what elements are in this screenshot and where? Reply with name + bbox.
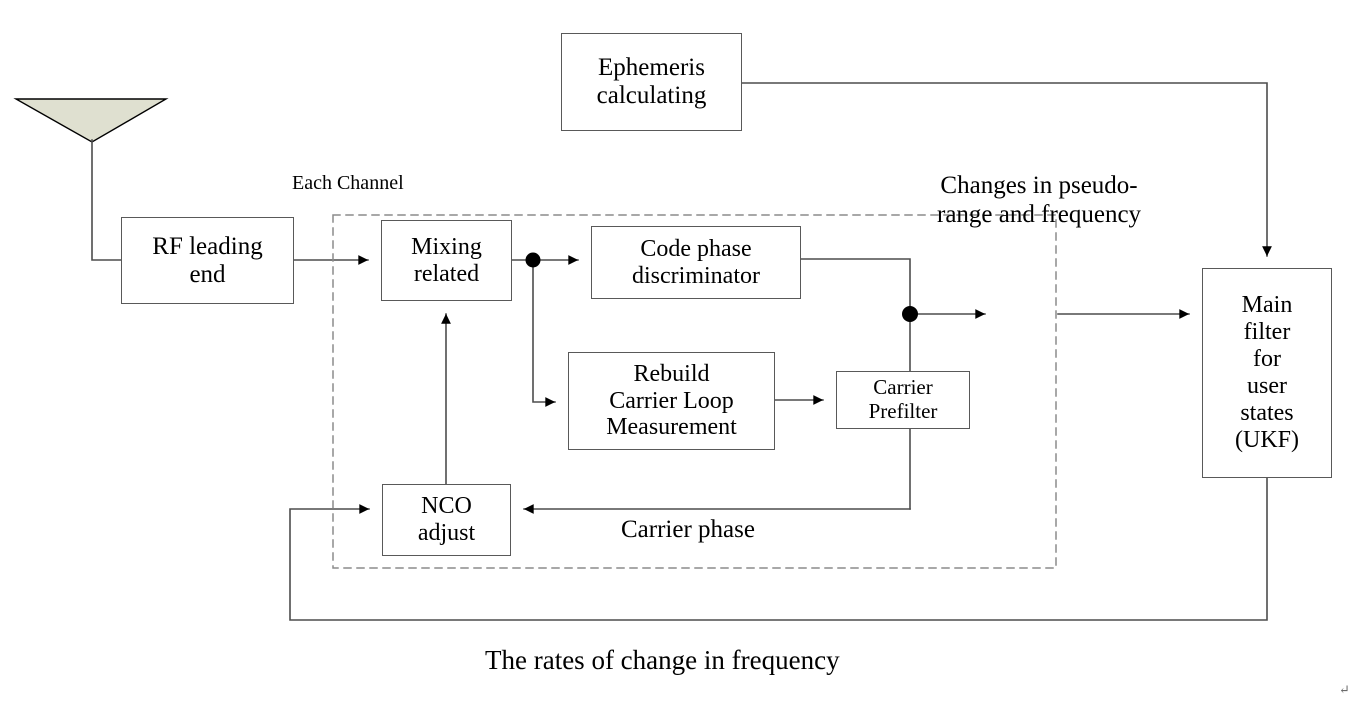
line-ephemeris-to-mainfilter <box>741 82 1272 257</box>
junction-dot-icon <box>525 252 541 268</box>
block-ephemeris-calculating: Ephemeris calculating <box>561 33 742 131</box>
each-channel-group-boundary <box>332 214 1057 569</box>
block-mixing-related-label: Mixing related <box>411 233 482 287</box>
block-rf-leading-end: RF leading end <box>121 217 294 304</box>
label-each-channel: Each Channel <box>292 172 404 194</box>
block-nco-adjust: NCO adjust <box>382 484 511 556</box>
block-carrier-prefilter: Carrier Prefilter <box>836 371 970 429</box>
antenna-triangle-icon <box>13 98 169 261</box>
block-rf-leading-end-label: RF leading end <box>152 232 263 288</box>
junction-dot-icon <box>902 306 918 322</box>
block-code-phase-discriminator-label: Code phase discriminator <box>632 235 760 289</box>
line-mainfilter-feedback-to-nco <box>289 477 1268 621</box>
label-rates-of-change-in-frequency: The rates of change in frequency <box>485 645 840 675</box>
label-carrier-phase: Carrier phase <box>621 516 755 543</box>
block-ephemeris-calculating-label: Ephemeris calculating <box>596 54 707 109</box>
block-main-filter-label: Main filter for user states (UKF) <box>1235 292 1299 453</box>
block-mixing-related: Mixing related <box>381 220 512 301</box>
block-carrier-prefilter-label: Carrier Prefilter <box>868 375 938 423</box>
block-main-filter-for-user-states: Main filter for user states (UKF) <box>1202 268 1332 478</box>
block-code-phase-discriminator: Code phase discriminator <box>591 226 801 299</box>
line-tap-to-rebuild <box>532 261 556 407</box>
block-rebuild-carrier-loop-measurement-label: Rebuild Carrier Loop Measurement <box>606 360 737 441</box>
paragraph-mark-icon: ↵ <box>1339 682 1350 697</box>
block-nco-adjust-label: NCO adjust <box>417 493 476 546</box>
line-codephase-to-junction <box>800 258 911 311</box>
label-changes-in-pseudorange: Changes in pseudo- range and frequency <box>937 172 1142 228</box>
block-rebuild-carrier-loop-measurement: Rebuild Carrier Loop Measurement <box>568 352 775 450</box>
